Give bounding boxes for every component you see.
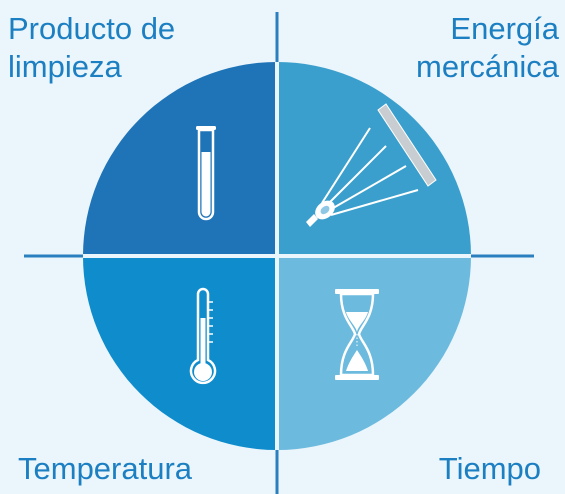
thermometer-icon bbox=[189, 287, 217, 385]
test-tube-icon bbox=[196, 126, 216, 221]
label-tiempo: Tiempo bbox=[438, 451, 541, 486]
quadrant-bottom-right bbox=[277, 256, 471, 450]
spray-nozzle-icon bbox=[306, 103, 437, 227]
label-line-2: limpieza bbox=[8, 49, 122, 84]
axis-lines-outer bbox=[24, 12, 534, 494]
label-energia-mecanica: Energía mercánica bbox=[416, 10, 559, 86]
axis-lines bbox=[83, 62, 471, 450]
label-temperatura: Temperatura bbox=[18, 451, 193, 486]
quadrant-bottom-left bbox=[83, 256, 277, 450]
label-line-2: mercánica bbox=[416, 49, 559, 84]
label-producto-de-limpieza: Producto de limpieza bbox=[8, 10, 175, 86]
label-line-1: Producto de bbox=[8, 11, 176, 46]
hourglass-icon bbox=[335, 289, 379, 380]
label-line-1: Energía bbox=[450, 11, 559, 46]
quadrant-top-left bbox=[83, 62, 277, 256]
